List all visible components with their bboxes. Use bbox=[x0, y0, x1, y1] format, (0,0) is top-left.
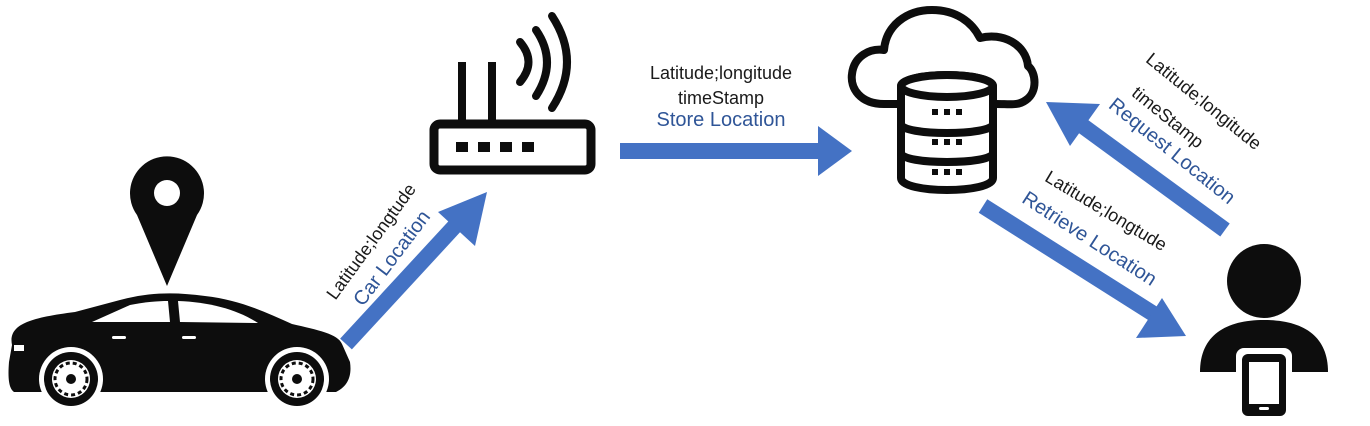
arrow-router-to-cloud bbox=[620, 126, 852, 176]
user-with-phone-icon bbox=[1200, 244, 1328, 420]
car-wheel-rear bbox=[39, 347, 103, 411]
car-wheel-front bbox=[265, 347, 329, 411]
car-headlight bbox=[14, 345, 24, 351]
store-action-label: Store Location bbox=[657, 109, 786, 131]
location-pin-icon bbox=[130, 156, 205, 286]
car-front-window bbox=[178, 301, 258, 323]
arrow-cloud-to-user bbox=[978, 199, 1186, 338]
arrow-user-to-cloud bbox=[1046, 102, 1230, 237]
cloud-database-icon bbox=[847, 6, 1039, 194]
arrow-car-to-router bbox=[340, 192, 487, 350]
car-door-handle bbox=[182, 336, 196, 339]
store-data-label-line2: timeStamp bbox=[678, 88, 764, 108]
car-door-handle bbox=[112, 336, 126, 339]
store-data-label-line1: Latitude;longitude bbox=[650, 63, 792, 83]
car-rear-window bbox=[92, 301, 170, 322]
wifi-router-icon bbox=[429, 12, 596, 175]
